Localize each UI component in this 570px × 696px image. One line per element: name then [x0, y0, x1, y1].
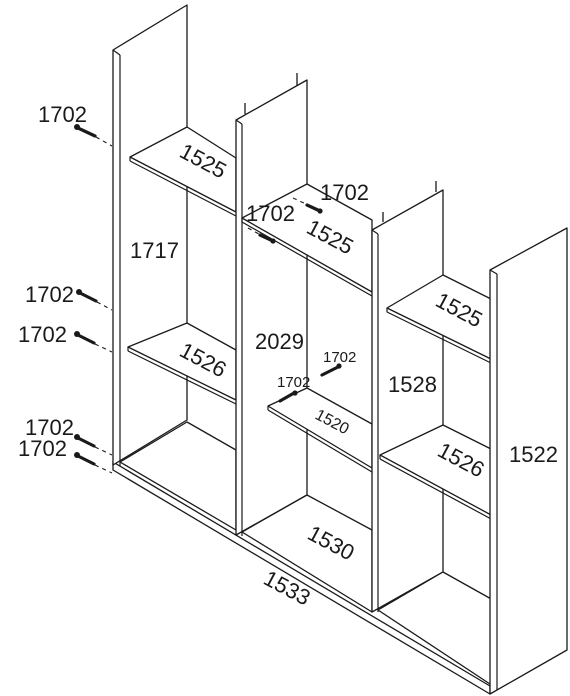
side-panel-center: [235, 79, 308, 536]
label-fastener-9: 1702: [277, 374, 310, 391]
screw-head-icon: [76, 289, 82, 295]
label-side-third: 1528: [388, 372, 437, 397]
label-fastener-2: 1702: [25, 282, 74, 307]
label-fastener-6: 1702: [320, 180, 369, 205]
screw-left-mid1: [76, 289, 113, 311]
screw-center-top-right: [292, 197, 323, 214]
label-fastener-5: 1702: [18, 436, 67, 461]
shelf-mid-right: [379, 424, 494, 521]
screw-center-mid-right: [320, 363, 342, 377]
screw-head-icon: [317, 208, 323, 214]
label-fastener-1: 1702: [38, 102, 87, 127]
side-panel-right: [489, 227, 568, 695]
screw-left-top: [74, 124, 113, 147]
screw-head-icon: [270, 238, 276, 244]
screw-left-mid2: [74, 331, 113, 353]
label-side-left: 1717: [130, 238, 179, 263]
dowel-pins: [244, 73, 437, 222]
screw-head-icon: [292, 390, 298, 396]
side-panel-third: [371, 189, 444, 613]
screw-head-icon: [74, 452, 80, 458]
side-panel-left: [112, 4, 188, 466]
screw-left-low2: [74, 452, 113, 474]
screw-head-icon: [74, 124, 80, 130]
label-side-center: 2029: [255, 329, 304, 354]
label-side-right: 1522: [509, 442, 558, 467]
screw-head-icon: [74, 434, 80, 440]
screw-center-mid-left: [278, 390, 298, 403]
label-fastener-8: 1702: [323, 349, 356, 366]
screw-center-top-left: [247, 227, 276, 244]
label-fastener-7: 1702: [246, 201, 295, 226]
screw-head-icon: [336, 363, 342, 369]
label-fastener-4: 1702: [25, 415, 74, 440]
label-fastener-3: 1702: [18, 322, 67, 347]
shelf-top-center: [241, 183, 373, 297]
screw-head-icon: [74, 331, 80, 337]
screw-left-low1: [74, 434, 113, 456]
